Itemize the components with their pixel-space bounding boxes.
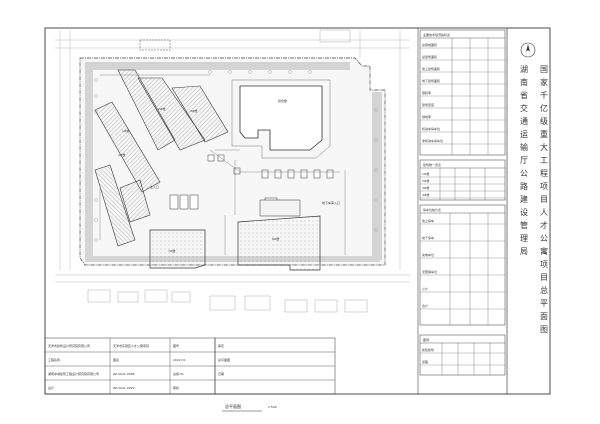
table-2-row-label: 3#楼: [422, 185, 429, 190]
table-1-row-label: 机动车停车位: [422, 126, 440, 131]
drawing-value: 总平面图: [218, 357, 230, 362]
table-3-row-label: 小计: [422, 286, 428, 291]
date-label: 日期: [218, 371, 224, 376]
label-parking: 地下车库入口: [322, 200, 340, 205]
table-1-title: 主要技术经济指标表: [423, 32, 450, 37]
table-4-row-label: 道路: [422, 359, 428, 364]
sheet-value: 总施-01: [173, 371, 184, 376]
table-3-row-label: 地上停车: [422, 218, 434, 223]
building-3: [171, 85, 229, 143]
label-b2: 2#楼: [158, 106, 165, 111]
code-b: ZZ-2021-0099: [113, 386, 135, 390]
building-5: [119, 179, 151, 223]
table-1-row-label: 总用地面积: [422, 42, 437, 47]
table-1-row-label: 建筑密度: [422, 102, 434, 107]
table-4-row-label: 新建建筑: [422, 347, 434, 352]
main-hall: [239, 85, 323, 151]
date-value: 2022.01: [173, 358, 185, 362]
north-pointer-icon: [526, 44, 530, 52]
label-main-hall: 综合楼: [278, 98, 287, 103]
side-strip: 国家千亿级重大工程项目人才公寓项目总平面图 湖南省交通运输厅公路建设管理局: [520, 42, 548, 334]
table-2-title: 建筑物一览表: [423, 162, 441, 167]
building-8: [237, 215, 321, 271]
drawing-title: 总平面图 1:500: [222, 403, 277, 412]
site-plan: 1#楼 2#楼 3#楼 4#楼 综合楼 7#楼 8#楼: [55, 29, 410, 313]
checker-label: 审核: [173, 385, 179, 390]
label-b1: 1#楼: [122, 128, 129, 133]
table-3-row-label: 充电车位: [422, 252, 434, 257]
designer-label: 设计: [48, 385, 54, 390]
table-1-row-label: 地上建筑面积: [422, 66, 440, 71]
drawing-title-text: 总平面图: [225, 403, 241, 409]
table-3: [419, 204, 506, 326]
data-tables: 主要技术经济指标表 建筑物一览表 停车位统计表 图例 总用地面积总建筑面积地上建…: [419, 29, 506, 376]
drawing-scale: 1:500: [268, 405, 277, 409]
table-3-title: 停车位统计表: [423, 207, 441, 212]
company-b: 湖南中城建筑工程设计研究院有限公司: [48, 371, 99, 376]
title-block: 天津市建筑设计研究院有限公司 天津市东丽区人才公寓项目 图号 工程名称 图名 2…: [44, 337, 336, 395]
neighbour-buildings: [87, 289, 368, 313]
table-2-row-label: 2#楼: [422, 178, 429, 183]
north-arrow-icon: [520, 42, 536, 58]
table-4: [419, 334, 506, 376]
project-name: 天津市东丽区人才公寓项目: [113, 343, 149, 348]
tree-row: [94, 70, 378, 242]
table-2-row-label: 4#楼: [422, 192, 429, 197]
building-4: [94, 101, 161, 193]
table-2: [419, 159, 506, 201]
label-b3: 3#楼: [190, 108, 197, 113]
table-1-row-label: 容积率: [422, 90, 431, 95]
table-4-title: 图例: [423, 337, 429, 342]
table-1-row-label: 总建筑面积: [422, 54, 437, 59]
side-title: 国家千亿级重大工程项目人才公寓项目总平面图: [540, 65, 548, 334]
drawing-label: 图名: [113, 357, 119, 362]
table-1-row-label: 绿地率: [422, 114, 431, 119]
label-north-gate: 主入口: [150, 184, 159, 189]
table-1: [419, 29, 506, 156]
table-3-row-label: 地下停车: [422, 235, 434, 240]
parking-row: [207, 154, 334, 179]
sheet-label: 图号: [173, 343, 179, 348]
company-a: 天津市建筑设计研究院有限公司: [48, 343, 90, 348]
side-title-b: 湖南省交通运输厅公路建设管理局: [520, 65, 528, 256]
building-7: [149, 229, 206, 269]
table-3-row-label: 合计: [422, 303, 428, 308]
label-b4: 4#楼: [118, 152, 125, 157]
table-2-row-label: 1#楼: [422, 171, 429, 176]
table-1-row-label: 地下建筑面积: [422, 78, 440, 83]
label-b8: 8#楼: [272, 236, 279, 241]
label-b7: 7#楼: [168, 248, 175, 253]
building-6: [94, 164, 136, 247]
table-1-row-label: 非机动车停车位: [422, 138, 443, 143]
project-label: 工程名称: [48, 357, 60, 362]
approver-label: 审定: [218, 343, 224, 348]
table-3-row-label: 无障碍车位: [422, 269, 437, 274]
code-a: ZZ-2021-0098: [113, 372, 135, 376]
